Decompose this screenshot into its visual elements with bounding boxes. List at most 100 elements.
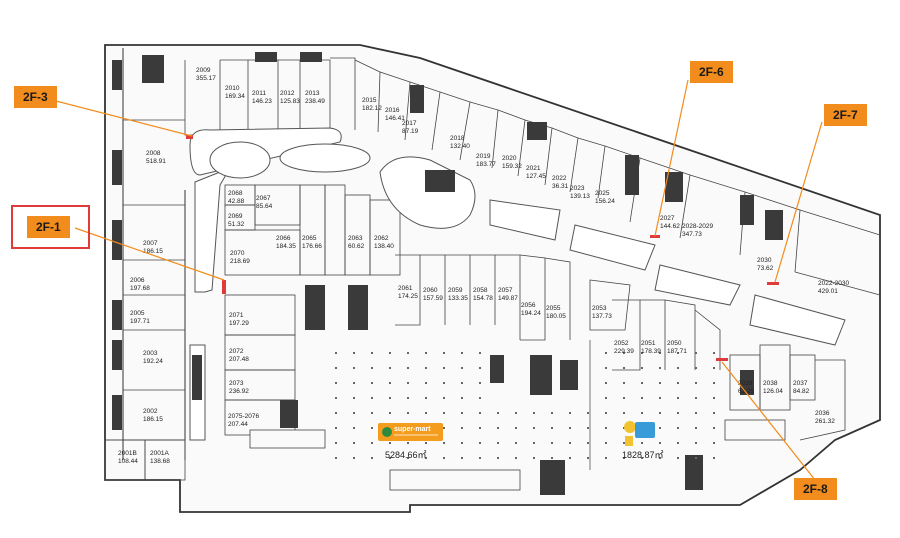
- column-dot: [605, 382, 607, 384]
- column-dot: [461, 442, 463, 444]
- column-dot: [461, 427, 463, 429]
- unit-area: 73.62: [757, 265, 774, 272]
- column-dot: [695, 457, 697, 459]
- unit-area: 176.66: [302, 243, 322, 250]
- column-dot: [623, 412, 625, 414]
- column-dot: [407, 382, 409, 384]
- column-dot: [515, 427, 517, 429]
- unit-number: 2008: [146, 150, 161, 157]
- unit-number: 2019: [476, 153, 491, 160]
- column-dot: [479, 382, 481, 384]
- unit-area: 261.32: [815, 418, 835, 425]
- unit-number: 2050: [667, 340, 682, 347]
- callout-2f-8[interactable]: 2F-8: [794, 478, 837, 500]
- column-dot: [551, 442, 553, 444]
- column-dot: [443, 352, 445, 354]
- unit-area: 229.39: [614, 348, 634, 355]
- column-dot: [623, 442, 625, 444]
- column-dot: [623, 352, 625, 354]
- unit-area: 218.69: [230, 258, 250, 265]
- column-dot: [479, 367, 481, 369]
- column-dot: [695, 382, 697, 384]
- column-dot: [659, 427, 661, 429]
- callout-2f-1-highlight: [11, 205, 90, 249]
- column-dot: [695, 412, 697, 414]
- unit-area: 156.24: [595, 198, 615, 205]
- column-dot: [461, 382, 463, 384]
- unit-number: 2069: [228, 213, 243, 220]
- unit-number: 2013: [305, 90, 320, 97]
- column-dot: [407, 442, 409, 444]
- callout-2f-1[interactable]: 2F-1: [27, 216, 70, 238]
- unit-area: 127.45: [526, 173, 546, 180]
- column-dot: [713, 382, 715, 384]
- unit-number: 2005: [130, 310, 145, 317]
- column-dot: [335, 457, 337, 459]
- anchor-store-area: 1828.87㎡: [622, 450, 664, 460]
- unit-area: 146.23: [252, 98, 272, 105]
- column-dot: [335, 412, 337, 414]
- unit-number: 2021: [526, 165, 541, 172]
- column-dot: [371, 427, 373, 429]
- unit-number: 2053: [592, 305, 607, 312]
- unit-number: 2051: [641, 340, 656, 347]
- column-dot: [371, 382, 373, 384]
- callout-2f-6[interactable]: 2F-6: [690, 61, 733, 83]
- column-dot: [353, 352, 355, 354]
- column-dot: [407, 397, 409, 399]
- column-dot: [353, 382, 355, 384]
- column-dot: [677, 457, 679, 459]
- unit-area: 60.62: [348, 243, 365, 250]
- column-dot: [461, 367, 463, 369]
- unit-area: 138.68: [150, 458, 170, 465]
- unit-number: 2003: [143, 350, 158, 357]
- column-dot: [443, 397, 445, 399]
- column-dot: [479, 412, 481, 414]
- column-dot: [443, 382, 445, 384]
- column-dot: [695, 352, 697, 354]
- column-dot: [407, 352, 409, 354]
- unit-area: 355.17: [196, 75, 216, 82]
- column-dot: [515, 442, 517, 444]
- unit-area: 197.68: [130, 285, 150, 292]
- column-dot: [389, 367, 391, 369]
- unit-area: 178.39: [641, 348, 661, 355]
- unit-number: 2062: [374, 235, 389, 242]
- unit-number: 2016: [385, 107, 400, 114]
- callout-2f-7[interactable]: 2F-7: [824, 104, 867, 126]
- unit-number: 2059: [448, 287, 463, 294]
- unit-area: 207.48: [229, 356, 249, 363]
- central-unit-walls: [224, 184, 721, 371]
- column-dot: [605, 457, 607, 459]
- column-dot: [515, 457, 517, 459]
- unit-area: 139.13: [570, 193, 590, 200]
- column-dot: [533, 412, 535, 414]
- column-dot: [641, 412, 643, 414]
- column-dot: [641, 397, 643, 399]
- column-dot: [533, 427, 535, 429]
- column-dot: [353, 397, 355, 399]
- column-dot: [659, 352, 661, 354]
- unit-area: 197.71: [130, 318, 150, 325]
- column-dot: [605, 427, 607, 429]
- unit-number: 2066: [276, 235, 291, 242]
- column-dot: [641, 352, 643, 354]
- column-dot: [497, 442, 499, 444]
- unit-area: 238.49: [305, 98, 325, 105]
- unit-area: 347.73: [682, 231, 702, 238]
- column-dot: [533, 442, 535, 444]
- unit-number: 2067: [256, 195, 271, 202]
- column-dot: [407, 367, 409, 369]
- column-dot: [479, 352, 481, 354]
- column-dot: [461, 412, 463, 414]
- column-dot: [479, 397, 481, 399]
- column-dot: [713, 367, 715, 369]
- unit-number: 2010: [225, 85, 240, 92]
- column-dot: [497, 457, 499, 459]
- unit-area: 169.34: [225, 93, 245, 100]
- unit-area: 51.32: [228, 221, 245, 228]
- unit-number: 2015: [362, 97, 377, 104]
- callout-2f-3[interactable]: 2F-3: [14, 86, 57, 108]
- unit-number: 2022-2030: [818, 280, 849, 287]
- column-dot: [677, 382, 679, 384]
